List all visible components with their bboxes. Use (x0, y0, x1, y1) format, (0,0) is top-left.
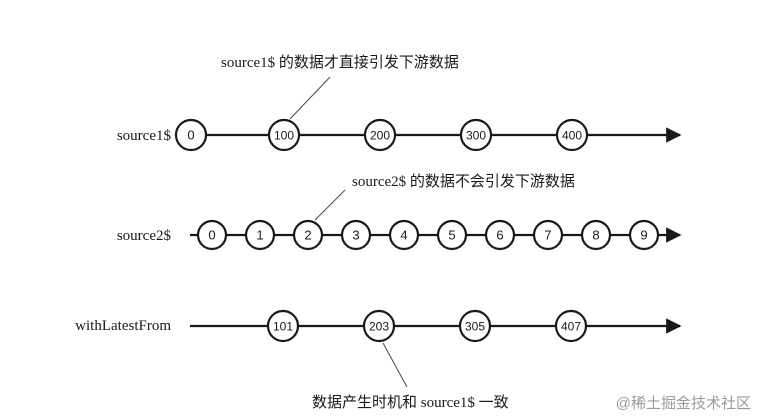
output-marble-circle (266, 309, 300, 343)
source2-marble-circle (244, 219, 276, 251)
source2-marble-circle (340, 219, 372, 251)
source1-label: source1$ (117, 128, 172, 144)
source2-marble-value: 5 (448, 228, 455, 243)
source2-marble: 1 (244, 219, 276, 251)
source1-marble-value: 100 (274, 129, 294, 143)
source2-marble: 9 (628, 219, 660, 251)
source2-marble-circle (532, 219, 564, 251)
output-marble-circle (362, 309, 396, 343)
source2-marble-value: 4 (400, 228, 407, 243)
source1-marble-circle (174, 118, 208, 152)
source1-marble-circle (267, 118, 301, 152)
source2-marble: 0 (196, 219, 228, 251)
pointer-line-bottom (382, 342, 408, 388)
output-marble-circle (554, 309, 588, 343)
source2-marble-circle (580, 219, 612, 251)
source2-marble: 8 (580, 219, 612, 251)
source2-marble-circle (436, 219, 468, 251)
source2-marble-value: 6 (496, 228, 503, 243)
source2-marbles: 0 1 2 3 4 5 6 7 8 9 (196, 219, 660, 251)
source2-marble: 7 (532, 219, 564, 251)
source1-marble: 200 (363, 118, 397, 152)
source2-marble-circle (388, 219, 420, 251)
source2-marble: 3 (340, 219, 372, 251)
output-marble: 407 (554, 309, 588, 343)
source1-marbles: 0 100 200 300 400 (174, 118, 589, 152)
source1-marble-circle (555, 118, 589, 152)
source1-marble-value: 0 (187, 128, 194, 143)
annotation-top: source1$ 的数据才直接引发下游数据 (221, 54, 459, 71)
source2-marble: 5 (436, 219, 468, 251)
source2-marble-circle (628, 219, 660, 251)
source2-label: source2$ (117, 228, 172, 244)
source1-marble: 0 (174, 118, 208, 152)
output-marble-value: 407 (561, 320, 581, 334)
source2-marble-value: 0 (208, 228, 215, 243)
source1-marble: 400 (555, 118, 589, 152)
source2-marble: 2 (292, 219, 324, 251)
pointer-line-top (289, 76, 331, 120)
output-marble: 203 (362, 309, 396, 343)
source2-marble-value: 9 (640, 228, 647, 243)
source1-marble: 100 (267, 118, 301, 152)
source2-marble-circle (196, 219, 228, 251)
annotation-bottom: 数据产生时机和 source1$ 一致 (312, 394, 509, 411)
output-marble-value: 203 (369, 320, 389, 334)
watermark: @稀土掘金技术社区 (616, 395, 751, 412)
output-label: withLatestFrom (75, 318, 171, 334)
output-marble: 101 (266, 309, 300, 343)
source2-marble: 6 (484, 219, 516, 251)
source2-marble-value: 8 (592, 228, 599, 243)
source2-marble-value: 7 (544, 228, 551, 243)
source1-marble-value: 300 (466, 129, 486, 143)
annotation-middle: source2$ 的数据不会引发下游数据 (352, 173, 575, 190)
source1-marble-value: 400 (562, 129, 582, 143)
source1-marble-value: 200 (370, 129, 390, 143)
output-marbles: 101 203 305 407 (266, 309, 588, 343)
source2-marble-value: 3 (352, 228, 359, 243)
source2-marble-circle (484, 219, 516, 251)
source1-marble-circle (363, 118, 397, 152)
source1-marble-circle (459, 118, 493, 152)
output-marble-circle (458, 309, 492, 343)
output-marble-value: 101 (273, 320, 293, 334)
source2-marble-circle (292, 219, 324, 251)
output-marble-value: 305 (465, 320, 485, 334)
source2-marble: 4 (388, 219, 420, 251)
output-marble: 305 (458, 309, 492, 343)
pointer-line-middle (314, 189, 346, 221)
source2-marble-value: 1 (256, 228, 263, 243)
source2-marble-value: 2 (304, 228, 311, 243)
source1-marble: 300 (459, 118, 493, 152)
